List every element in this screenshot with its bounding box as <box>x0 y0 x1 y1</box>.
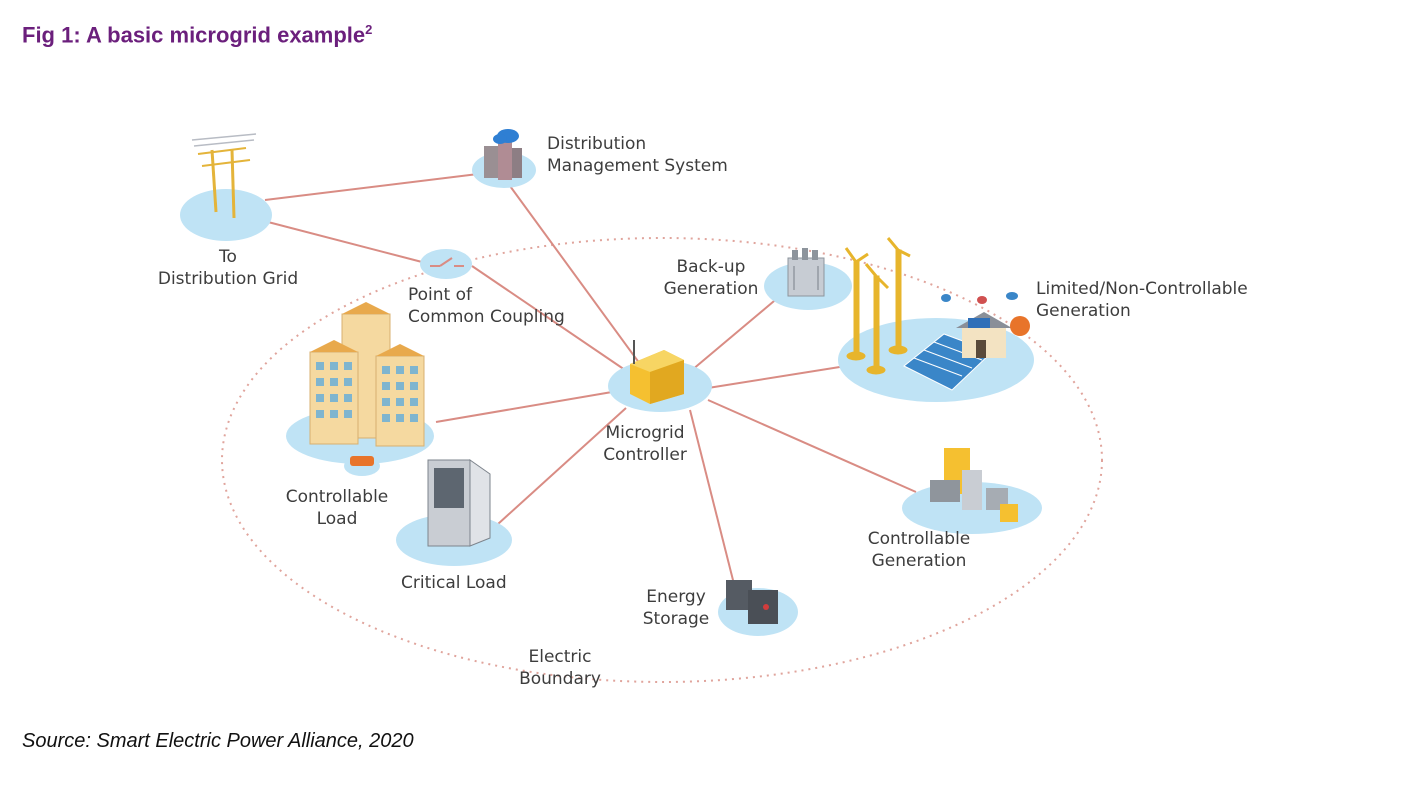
microgrid-controller-label: Microgrid Controller <box>596 422 694 466</box>
electric-boundary-label-line2: Boundary <box>519 669 601 689</box>
limited-generation-label-line2: Generation <box>1036 301 1131 321</box>
connectors <box>264 173 917 589</box>
microgrid-controller-label-line2: Controller <box>603 445 687 465</box>
pcc-node <box>420 249 472 279</box>
switch-icon <box>430 257 464 267</box>
electric-boundary-label: Electric Boundary <box>510 646 610 690</box>
critical-load-label: Critical Load <box>401 572 507 594</box>
pcc-label-line1: Point of <box>408 285 472 305</box>
transmission-tower-icon <box>197 147 251 219</box>
dms-node <box>472 129 536 188</box>
controllable-generation-label: Controllable Generation <box>860 528 978 572</box>
microgrid-controller-label-line1: Microgrid <box>605 423 685 443</box>
controllable-generation-node <box>902 448 1042 534</box>
connector-controller-critical <box>497 407 627 525</box>
connector-controller-storage <box>689 409 736 589</box>
pcc-base <box>420 249 472 279</box>
energy-storage-label-line1: Energy <box>646 587 706 607</box>
limited-generation-label-line1: Limited/Non-Controllable <box>1036 279 1248 299</box>
controllable-generation-label-line2: Generation <box>871 551 967 571</box>
apartment-buildings-icon <box>309 302 425 447</box>
limited-generation-label: Limited/Non-Controllable Generation <box>1036 278 1248 322</box>
connector-pcc-controller <box>471 265 629 373</box>
distribution-grid-label-line2: Distribution Grid <box>157 269 299 289</box>
dms-label-line1: Distribution <box>547 134 647 154</box>
house-icon <box>956 312 1012 358</box>
connector-dms-controller <box>509 185 641 365</box>
transformer-icon <box>787 248 825 297</box>
dms-label-line2: Management System <box>547 156 728 176</box>
distribution-grid-label: To Distribution Grid <box>155 246 301 290</box>
connector-controller-controllable-gen <box>707 399 917 493</box>
connector-controller-backup <box>691 295 781 371</box>
controllable-generation-label-line1: Controllable <box>867 529 971 549</box>
figure-title-text: Fig 1: A basic microgrid example <box>22 22 366 48</box>
backup-generation-node <box>764 248 852 310</box>
electric-car-icon <box>344 456 380 476</box>
limited-generation-node <box>838 237 1034 402</box>
figure-title-footnote: 2 <box>365 22 373 37</box>
distribution-grid-node <box>180 133 272 241</box>
controllable-load-label-line1: Controllable <box>285 487 389 507</box>
dms-label: Distribution Management System <box>547 133 728 177</box>
battery-icon <box>726 580 778 624</box>
pcc-label-line2: Common Coupling <box>408 307 565 327</box>
pcc-label: Point of Common Coupling <box>408 284 565 328</box>
energy-storage-node <box>718 580 798 636</box>
controllable-load-label-line2: Load <box>316 509 358 529</box>
figure-title: Fig 1: A basic microgrid example2 <box>22 22 372 48</box>
backup-generation-label-line1: Back-up <box>676 257 746 277</box>
connector-grid-dms <box>264 173 479 201</box>
connector-grid-pcc <box>267 221 423 263</box>
cloud-icon <box>493 129 519 144</box>
backup-generation-label: Back-up Generation <box>660 256 762 300</box>
controller-box-icon <box>630 340 684 404</box>
distribution-grid-base <box>180 189 272 241</box>
critical-load-node <box>396 459 512 566</box>
controllable-load-label: Controllable Load <box>278 486 396 530</box>
connector-controller-limited <box>707 365 847 389</box>
electric-boundary-label-line1: Electric <box>528 647 592 667</box>
connector-controller-load <box>435 391 613 423</box>
electric-boundary-ellipse <box>221 237 1103 683</box>
energy-storage-label-line2: Storage <box>642 609 710 629</box>
wind-turbine-icon <box>844 237 911 375</box>
critical-load-label-line1: Critical Load <box>401 573 507 593</box>
power-plant-icon <box>930 448 1018 522</box>
energy-storage-label: Energy Storage <box>634 586 718 630</box>
electrical-cabinet-icon <box>427 459 491 547</box>
controllable-load-node <box>286 302 434 476</box>
distribution-grid-label-line1: To <box>219 247 237 267</box>
wireless-signal-icon <box>941 292 1030 336</box>
source-caption: Source: Smart Electric Power Alliance, 2… <box>22 730 414 752</box>
server-rack-icon <box>484 142 522 180</box>
microgrid-controller-node <box>608 340 712 412</box>
backup-generation-label-line2: Generation <box>663 279 759 299</box>
